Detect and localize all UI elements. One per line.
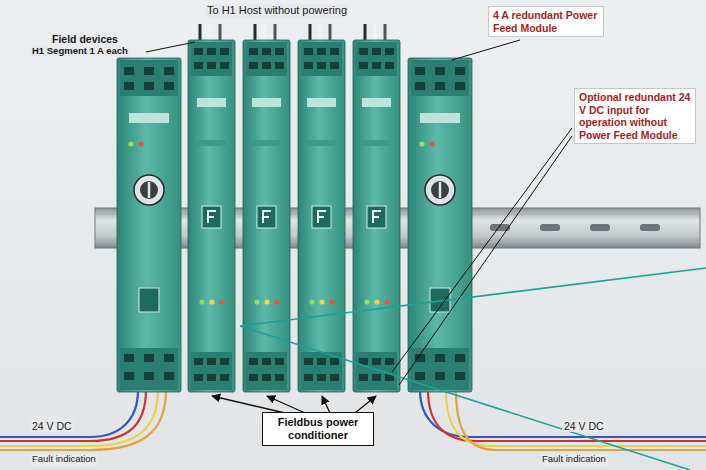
power-conditioner-module [188,24,235,392]
segment-label: H1 Segment 1 A each [30,46,130,57]
power-conditioner-module [243,24,290,392]
box-text: Fieldbus power conditioner [269,416,367,442]
power-feed-module [408,58,472,392]
power-conditioner-module [353,24,400,392]
caption-box: Fieldbus power conditioner [262,412,374,446]
power-conditioner-module [298,24,345,392]
box-text: Optional redundant 24 V DC input for ope… [579,91,691,141]
supply-label: 24 V DC [562,420,606,432]
supply-wires-left [0,390,166,450]
cable-label: To H1 Host without powering [205,4,349,17]
fault-label: Fault indication [30,454,98,465]
box-text: 4 A redundant Power Feed Module [493,9,599,34]
supply-wires-right [420,390,706,450]
power-feed-module [117,58,181,392]
callout-box: Optional redundant 24 V DC input for ope… [574,88,696,144]
callout-box: 4 A redundant Power Feed Module [488,6,604,37]
supply-label: 24 V DC [30,420,74,432]
fault-label: Fault indication [540,454,608,465]
leader-lines [146,40,572,385]
zoom-lines [240,268,706,470]
field-devices-label: Field devices [50,33,120,45]
pointer-arrows [212,396,376,413]
